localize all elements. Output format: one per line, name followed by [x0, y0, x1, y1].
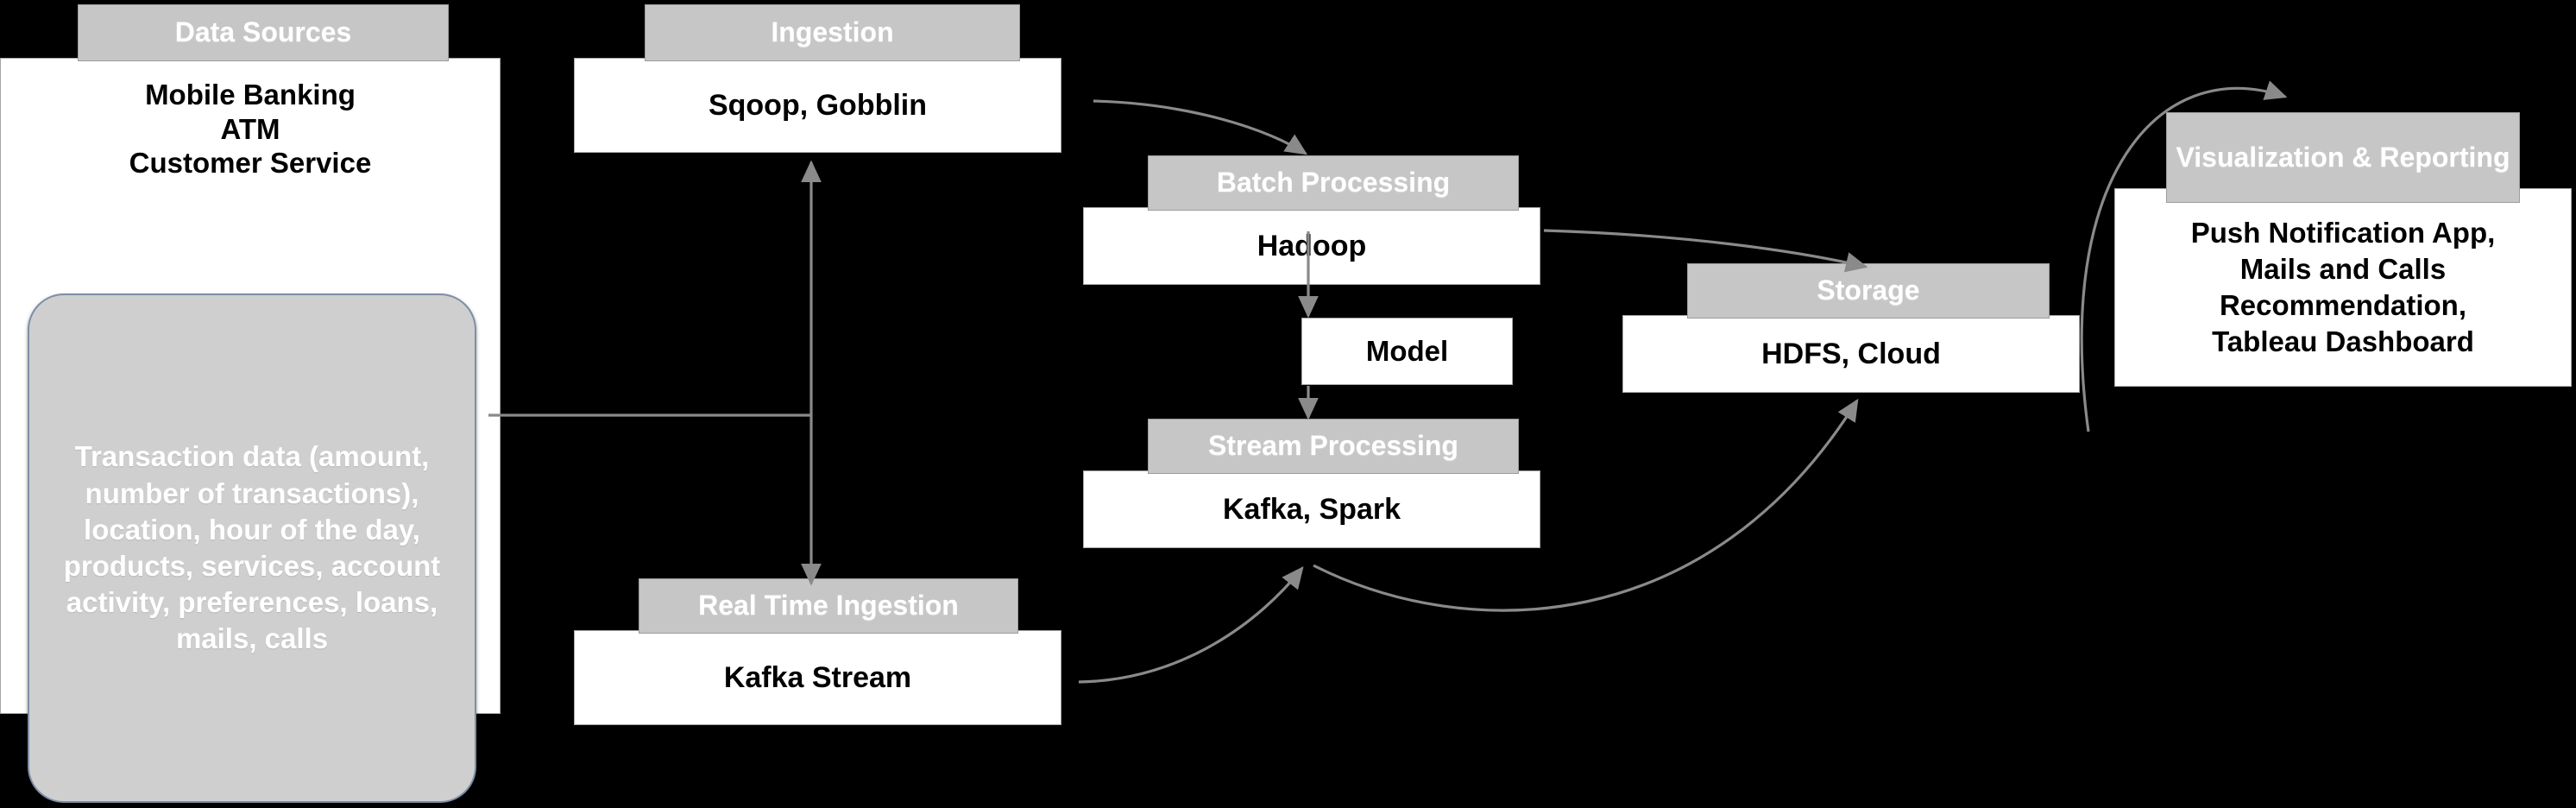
data-sources-header: Data Sources: [78, 4, 449, 61]
stream-processing-body: Kafka, Spark: [1083, 470, 1540, 548]
wire-realtime-stream: [1078, 565, 1304, 684]
ingestion-header: Ingestion: [645, 4, 1020, 61]
stream-processing-header: Stream Processing: [1148, 419, 1519, 474]
ingestion-body: Sqoop, Gobblin: [574, 58, 1061, 153]
storage-body: HDFS, Cloud: [1622, 315, 2080, 393]
batch-processing-body: Hadoop: [1083, 207, 1540, 285]
batch-processing-header: Batch Processing: [1148, 155, 1519, 211]
storage-header: Storage: [1687, 263, 2050, 319]
visualization-header: Visualization & Reporting: [2166, 112, 2520, 203]
model-body: Model: [1301, 318, 1513, 385]
real-time-ingestion-body: Kafka Stream: [574, 630, 1061, 725]
transaction-data-callout[interactable]: Transaction data (amount, number of tran…: [28, 294, 476, 803]
wire-batch-storage: [1543, 229, 1868, 273]
real-time-ingestion-header: Real Time Ingestion: [639, 578, 1018, 634]
wire-ingestion-batch: [1093, 99, 1308, 155]
visualization-body: Push Notification App, Mails and Calls R…: [2114, 188, 2572, 387]
